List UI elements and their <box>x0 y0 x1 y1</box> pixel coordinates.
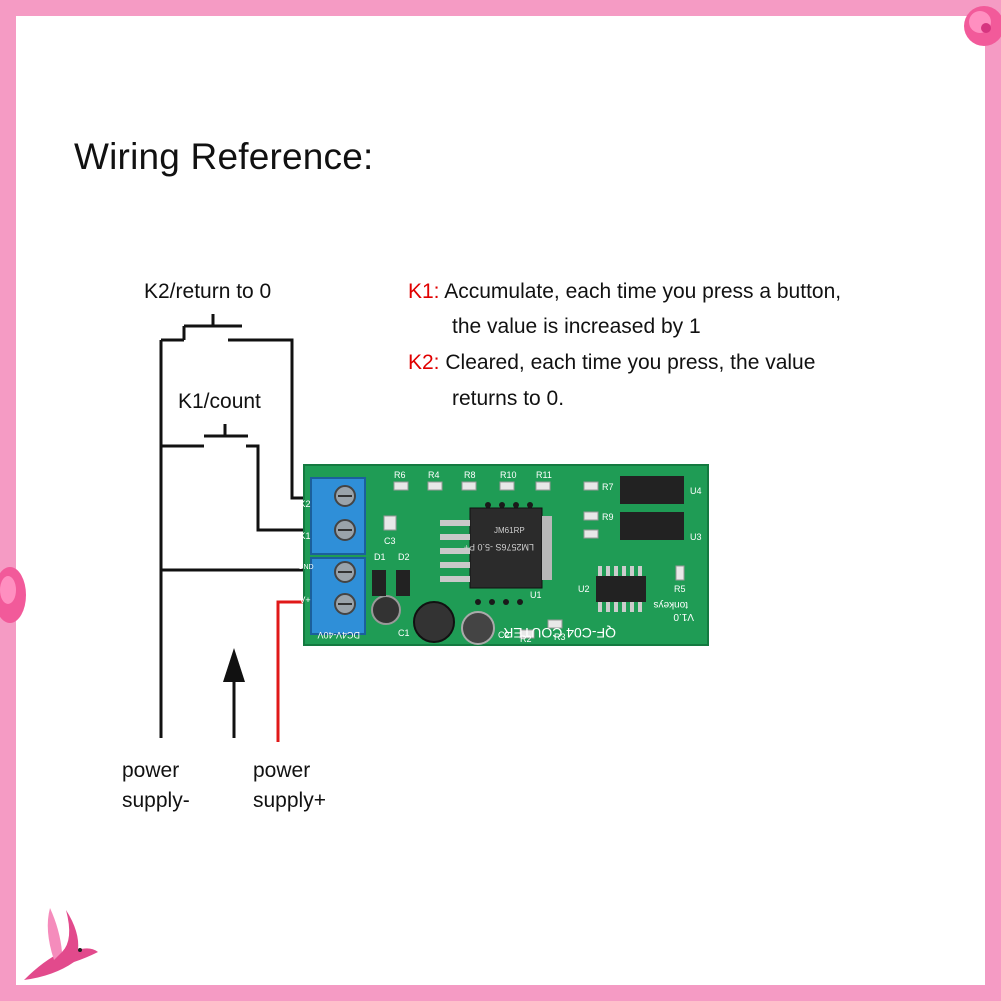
board-voltage-label: DC4V-40V <box>317 630 360 640</box>
inductor <box>413 601 455 643</box>
board-brand-label: tonkeys <box>654 599 688 610</box>
k2-description-line1: Cleared, each time you press, the value <box>445 351 816 374</box>
k1-description-line1: Accumulate, each time you press a button… <box>444 280 842 303</box>
capacitor-c2 <box>461 611 495 645</box>
board-name-label: QF-C04 COUTER <box>503 625 616 641</box>
k1-description-line2: the value is increased by 1 <box>452 315 701 338</box>
page-title: Wiring Reference: <box>74 136 374 177</box>
rose-decoration-top-right <box>964 6 1001 46</box>
k2-switch-label: K2/return to 0 <box>144 280 272 303</box>
k1-description: K1: Accumulate, each time you press a bu… <box>408 280 841 304</box>
k2-description: K2: Cleared, each time you press, the va… <box>408 351 815 375</box>
power-supply-positive-label: power supply+ <box>253 759 326 812</box>
k1-switch-label: K1/count <box>178 390 261 413</box>
board-version-label: V1.0 <box>673 611 694 622</box>
regulator-ic <box>469 507 543 589</box>
optocoupler-u4 <box>620 476 684 504</box>
bird-decoration <box>24 908 98 980</box>
k1-key-label: K1: <box>408 280 440 303</box>
optocoupler-u3 <box>620 512 684 540</box>
power-supply-negative-label: power supply- <box>122 759 190 812</box>
arrow-head <box>223 648 245 682</box>
regulator-label: LM2576S -5.0 P+ <box>464 542 534 552</box>
k2-description-line2: returns to 0. <box>452 387 565 410</box>
counter-pcb: LM2576S -5.0 P+ QF-C04 COUTER V1.0 tonke… <box>303 464 709 646</box>
chip-u2 <box>596 576 646 602</box>
k2-key-label: K2: <box>408 351 440 374</box>
capacitor-c1 <box>371 595 401 625</box>
rose-decoration-left <box>0 567 26 623</box>
terminal-labels: K2 K1 GND V+ <box>298 499 314 605</box>
